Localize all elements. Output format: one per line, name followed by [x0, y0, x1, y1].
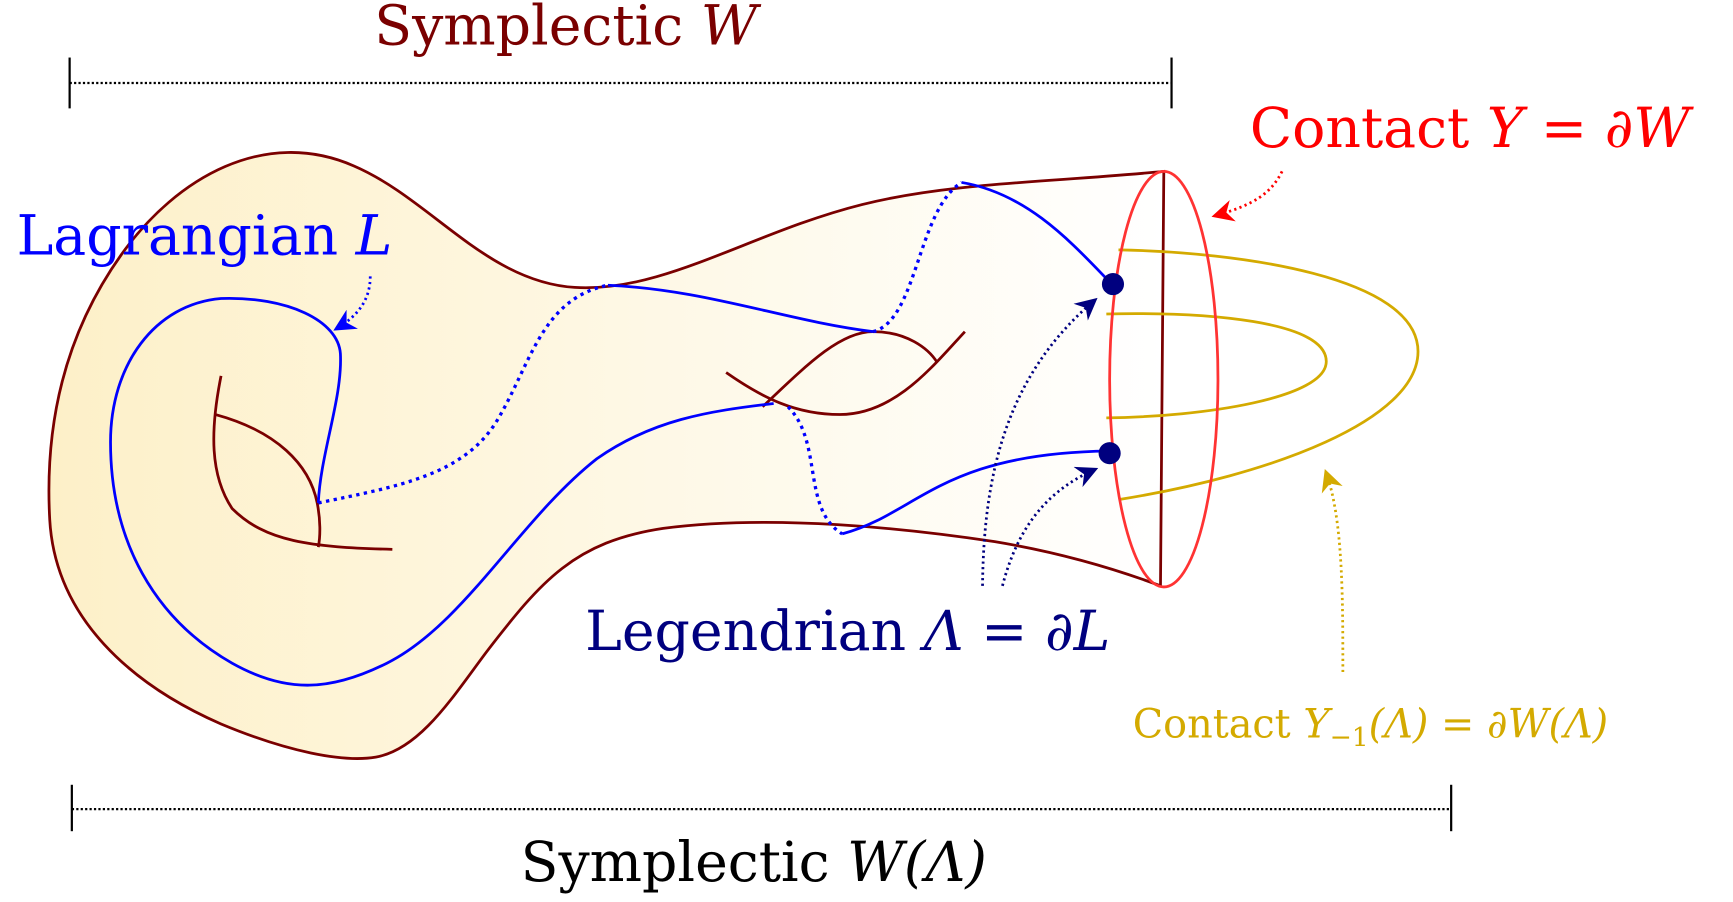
contact-lambda-inner-loop — [1106, 312, 1328, 420]
symplectic-w-word: Symplectic — [374, 0, 683, 58]
lagrangian-label: Lagrangian L — [17, 204, 393, 268]
contact-boundary-ellipse — [1108, 169, 1220, 589]
symplectic-manifold-body — [47, 151, 1166, 760]
symplectic-w-lambda-math: W(Λ) — [847, 831, 987, 895]
lagrangian-arrow — [333, 276, 372, 331]
symplectic-w-lambda-label: Symplectic W(Λ) — [521, 831, 987, 895]
contact-y-math: Y = ∂W — [1487, 97, 1694, 161]
lagrangian-curve-outer — [109, 297, 774, 687]
contact-arrow — [1211, 170, 1284, 222]
contact-lambda-math-post: (Λ) = ∂W(Λ) — [1369, 701, 1609, 747]
symplectic-w-lambda-bracket — [70, 784, 1453, 832]
contact-lambda-math-pre: Y — [1303, 701, 1333, 747]
symplectic-w-math: W — [701, 0, 762, 58]
symplectic-w-label: Symplectic W — [374, 0, 762, 58]
legendrian-arrow-lower — [1001, 466, 1099, 587]
contact-y-word: Contact — [1250, 97, 1469, 161]
lagrangian-to-lower-point — [841, 449, 1109, 536]
contact-lambda-arrow — [1321, 468, 1345, 673]
symplectic-w-bracket — [68, 57, 1173, 109]
lagrangian-dotted-back — [317, 283, 609, 505]
lagrangian-upper-strand — [607, 283, 874, 334]
middle-handle-lower — [725, 330, 966, 416]
contact-lambda-word: Contact — [1133, 701, 1291, 747]
lagrangian-dotted-lower — [786, 405, 844, 536]
left-handle-inner — [215, 413, 322, 548]
lagrangian-word: Lagrangian — [17, 204, 339, 268]
left-handle-outer — [212, 375, 393, 551]
contact-lambda-subscript: −1 — [1330, 722, 1369, 753]
legendrian-word: Legendrian — [585, 600, 906, 664]
lagrangian-math: L — [355, 204, 393, 268]
legendrian-label: Legendrian Λ = ∂L — [585, 600, 1110, 664]
lagrangian-to-upper-point — [961, 181, 1111, 283]
legendrian-arrow-upper — [981, 297, 1098, 586]
symplectic-w-lambda-word: Symplectic — [521, 831, 830, 895]
contact-lambda-label: Contact Y−1(Λ) = ∂W(Λ) — [1133, 701, 1608, 753]
legendrian-point-lower — [1098, 442, 1121, 465]
lagrangian-dotted-upper — [872, 181, 963, 334]
legendrian-point-upper — [1101, 273, 1125, 296]
contact-lambda-outer-loop — [1118, 248, 1420, 501]
contact-y-label: Contact Y = ∂W — [1250, 97, 1694, 161]
legendrian-math: Λ = ∂L — [919, 600, 1111, 664]
